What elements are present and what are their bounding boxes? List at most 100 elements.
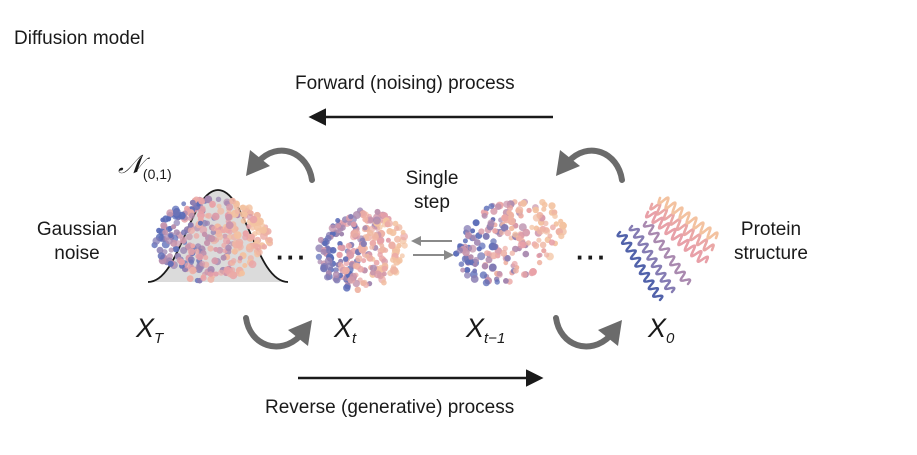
point — [216, 203, 222, 209]
point — [393, 258, 401, 266]
point — [337, 244, 344, 251]
point — [537, 252, 543, 258]
point — [521, 271, 528, 278]
point — [198, 197, 206, 205]
xt1-base: X — [466, 313, 485, 343]
point — [229, 267, 236, 273]
point — [173, 229, 180, 236]
point — [558, 233, 565, 240]
point — [536, 237, 542, 243]
point — [168, 247, 174, 253]
point — [320, 248, 327, 255]
point — [396, 242, 402, 249]
diagram-title: Diffusion model — [14, 28, 145, 49]
point — [339, 231, 345, 237]
helix — [642, 220, 692, 286]
point — [367, 229, 374, 237]
point — [361, 258, 367, 264]
point — [370, 269, 376, 276]
point — [490, 207, 498, 215]
xT-base: X — [136, 313, 155, 343]
point — [494, 279, 500, 285]
point — [216, 233, 224, 241]
point — [377, 252, 383, 258]
point — [209, 200, 216, 208]
point — [211, 257, 219, 265]
point — [373, 259, 380, 266]
point — [249, 215, 258, 224]
point — [178, 211, 186, 220]
protein-line1: Protein — [740, 219, 802, 240]
point — [204, 239, 211, 247]
point — [348, 213, 354, 220]
point — [470, 275, 479, 283]
point — [362, 225, 368, 231]
point — [359, 210, 368, 219]
point — [541, 201, 548, 208]
helix — [644, 210, 710, 264]
point — [366, 216, 375, 224]
point — [509, 250, 515, 256]
point — [223, 237, 230, 245]
point — [462, 238, 468, 244]
point — [188, 212, 195, 219]
point — [230, 258, 237, 264]
point — [157, 252, 165, 260]
point — [504, 254, 511, 262]
noise-point-cloud-xt — [315, 207, 408, 293]
point — [543, 252, 550, 258]
point — [199, 260, 206, 267]
point — [342, 266, 350, 275]
point — [187, 226, 195, 235]
point — [352, 262, 360, 269]
point — [174, 240, 182, 247]
point — [526, 207, 532, 214]
point — [372, 233, 379, 241]
point — [473, 239, 481, 246]
variable-xt-minus-1: Xt−1 — [466, 313, 505, 354]
point — [460, 267, 466, 273]
normal-params: (0,1) — [142, 166, 172, 182]
point — [477, 252, 486, 261]
point — [184, 205, 190, 212]
point — [513, 267, 519, 274]
point — [536, 259, 543, 266]
point — [478, 228, 485, 235]
point — [253, 243, 259, 249]
x0-base: X — [648, 313, 667, 343]
curved-arrow-top-left — [246, 147, 315, 183]
point — [166, 209, 174, 217]
point — [470, 228, 476, 234]
point — [536, 227, 545, 235]
point — [190, 243, 196, 249]
point — [231, 271, 238, 277]
point — [197, 216, 204, 223]
point — [490, 252, 498, 260]
point — [500, 224, 509, 232]
point — [496, 271, 503, 278]
point — [350, 221, 357, 228]
point — [392, 220, 399, 227]
point — [360, 240, 367, 247]
ellipsis-right: ··· — [576, 242, 608, 272]
point — [225, 221, 234, 230]
point — [500, 249, 508, 257]
point — [248, 260, 257, 269]
point — [379, 243, 385, 249]
point — [456, 247, 463, 254]
curved-arrow-bottom-left — [243, 315, 312, 350]
point — [178, 258, 185, 266]
point — [208, 234, 216, 243]
point — [373, 270, 382, 279]
point — [211, 225, 217, 232]
point — [266, 236, 273, 244]
point — [350, 229, 359, 238]
point — [201, 231, 208, 237]
ellipsis-left: ··· — [276, 242, 308, 272]
point — [532, 214, 541, 222]
point — [346, 249, 352, 255]
point — [529, 224, 535, 230]
point — [349, 272, 358, 281]
forward-process-label: Forward (noising) process — [295, 73, 515, 94]
point — [165, 236, 173, 245]
